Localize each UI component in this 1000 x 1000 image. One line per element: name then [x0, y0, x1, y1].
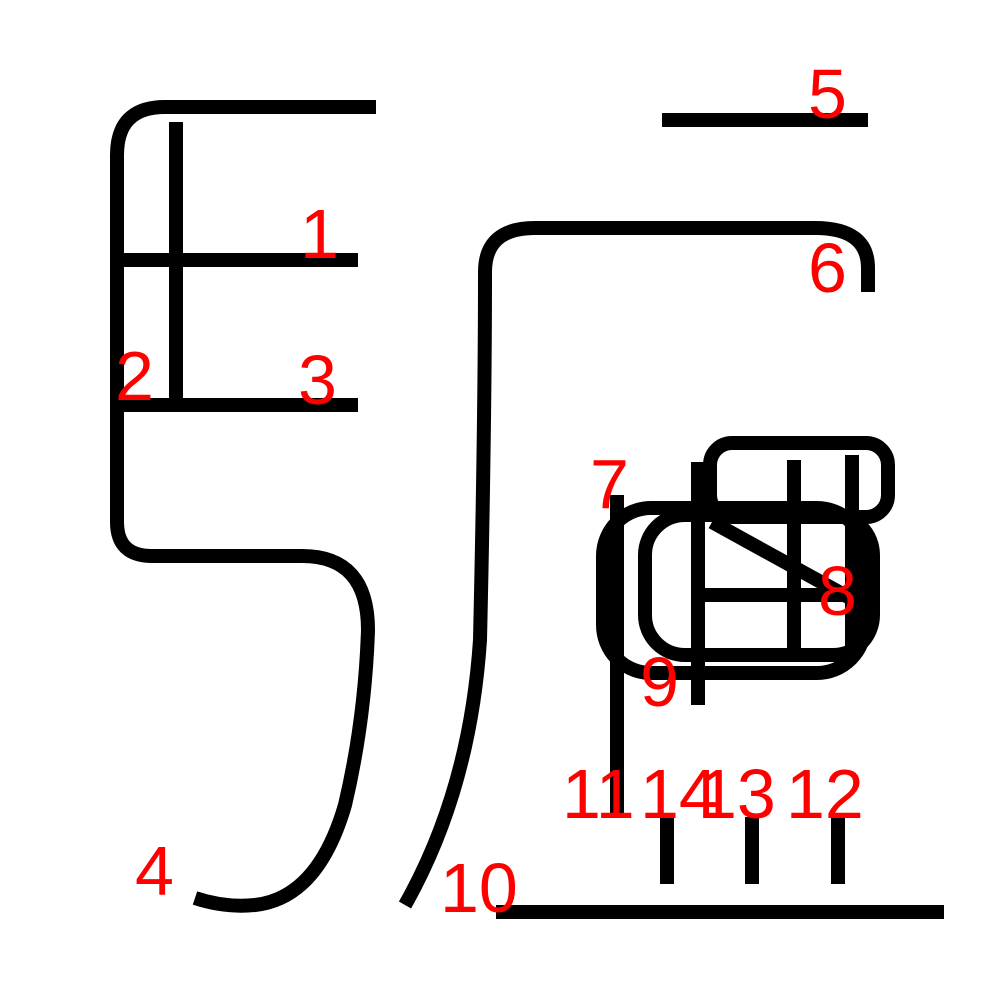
- stroke-label-9: 9: [640, 643, 679, 721]
- stroke-label-6: 6: [808, 229, 847, 307]
- stroke-roof: [398, 221, 875, 909]
- stroke-label-11: 11: [562, 755, 635, 833]
- stroke-label-14: 14: [640, 755, 718, 833]
- stroke-label-4: 4: [135, 832, 174, 910]
- stroke-label-1: 1: [300, 195, 339, 273]
- stroke-label-8: 8: [818, 552, 857, 630]
- stroke-label-2: 2: [115, 337, 154, 415]
- stroke-label-10: 10: [440, 849, 518, 927]
- stroke-top-hook: [110, 100, 376, 913]
- stroke-label-12: 12: [786, 755, 864, 833]
- stroke-label-5: 5: [808, 55, 847, 133]
- stroke-label-7: 7: [590, 445, 629, 523]
- stroke-label-3: 3: [298, 341, 337, 419]
- stroke-label-13: 13: [698, 755, 776, 833]
- stroke-inner-box: [638, 508, 880, 662]
